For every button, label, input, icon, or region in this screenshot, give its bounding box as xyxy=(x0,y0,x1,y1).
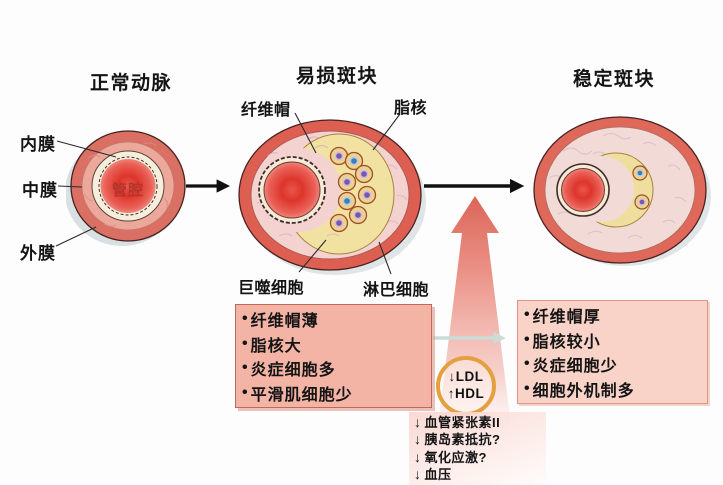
feature-item: •脂核较小 xyxy=(524,328,701,352)
bullet: • xyxy=(242,310,249,328)
feature-text: 纤维帽厚 xyxy=(532,309,601,327)
feature-text: 炎症细胞少 xyxy=(532,358,618,376)
feature-item: •纤维帽厚 xyxy=(524,303,701,327)
ldl-line: ↓LDL xyxy=(448,369,484,385)
feature-text: 脂核大 xyxy=(250,337,302,355)
risk-item: ↓胰岛素抵抗? xyxy=(414,431,541,448)
down-arrow-icon: ↓ xyxy=(414,414,422,430)
lymphocyte-label: 淋巴细胞 xyxy=(363,282,430,299)
risk-item: ↓血压 xyxy=(414,466,541,483)
stable-features-box: •纤维帽厚 •脂核较小 •炎症细胞少 •细胞外机制多 xyxy=(517,300,708,404)
risk-item: ↓血管紧张素II xyxy=(414,414,541,431)
vulnerable-artery-illustration xyxy=(238,119,426,275)
stable-artery-illustration xyxy=(533,116,711,266)
risk-factors-box: ↓血管紧张素II ↓胰岛素抵抗? ↓氧化应激? ↓血压 xyxy=(409,412,546,485)
feature-item: •平滑肌细胞少 xyxy=(242,381,425,405)
feature-item: •炎症细胞少 xyxy=(524,352,701,376)
down-arrow-icon: ↓ xyxy=(414,465,422,482)
down-arrow-icon: ↓ xyxy=(414,431,422,448)
intima-label: 内膜 xyxy=(20,135,56,154)
ldl-hdl-circle: ↓LDL ↑HDL xyxy=(436,356,496,416)
feature-text: 脂核较小 xyxy=(532,333,601,351)
interior-texture xyxy=(548,132,687,239)
risk-text: 胰岛素抵抗? xyxy=(424,432,501,448)
stable-plaque-title: 稳定斑块 xyxy=(573,69,656,90)
normal-artery-illustration xyxy=(66,130,186,246)
bullet: • xyxy=(242,359,249,377)
lumen-label: 管腔 xyxy=(112,182,145,199)
bullet: • xyxy=(524,306,531,324)
adventitia-label: 外膜 xyxy=(20,244,56,263)
vulnerable-plaque-title: 易损斑块 xyxy=(296,66,379,87)
feature-text: 炎症细胞多 xyxy=(250,362,336,380)
risk-text: 血管紧张素II xyxy=(424,415,501,430)
feature-item: •脂核大 xyxy=(242,332,425,356)
risk-text: 氧化应激? xyxy=(424,449,487,465)
macrophage-label: 巨噬细胞 xyxy=(238,280,305,297)
feature-text: 细胞外机制多 xyxy=(532,382,635,400)
fibrous-cap-label: 纤维帽 xyxy=(241,102,291,119)
bullet: • xyxy=(524,330,531,348)
vulnerable-features-box: •纤维帽薄 •脂核大 •炎症细胞多 •平滑肌细胞少 xyxy=(235,304,432,408)
risk-text: 血压 xyxy=(424,466,452,482)
foam-cells xyxy=(329,146,377,233)
down-arrow-icon: ↓ xyxy=(414,448,422,465)
feature-item: •纤维帽薄 xyxy=(242,307,425,331)
feature-text: 平滑肌细胞少 xyxy=(250,386,353,404)
foam-cells xyxy=(632,165,650,210)
hdl-line: ↑HDL xyxy=(447,386,485,401)
feature-text: 纤维帽薄 xyxy=(250,313,319,331)
lumen xyxy=(100,159,156,213)
media-label: 中膜 xyxy=(22,181,58,200)
normal-artery-title: 正常动脉 xyxy=(90,73,173,94)
feature-item: •细胞外机制多 xyxy=(524,377,701,401)
lipid-core-label: 脂核 xyxy=(394,100,428,117)
bullet: • xyxy=(524,379,531,397)
bullet: • xyxy=(242,334,249,352)
lumen xyxy=(263,161,321,219)
risk-item: ↓氧化应激? xyxy=(414,449,541,466)
feature-item: •炎症细胞多 xyxy=(242,356,425,380)
bullet: • xyxy=(524,355,531,373)
bullet: • xyxy=(242,383,249,401)
lumen xyxy=(561,168,605,212)
